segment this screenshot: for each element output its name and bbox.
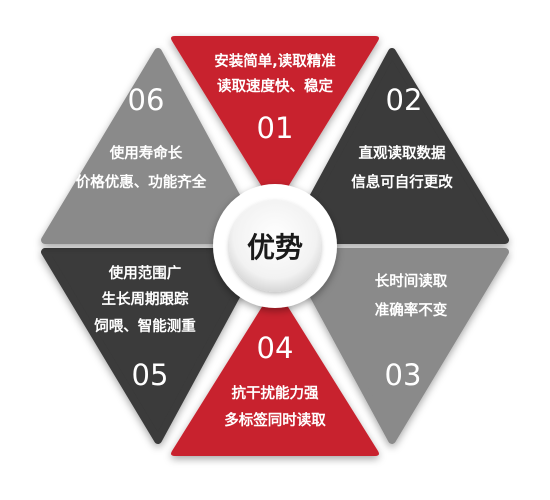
segment-01-line-2: 读取速度快、稳定 [217,77,333,95]
segment-03: 长时间读取 准确率不变 03 [286,248,509,444]
segment-01: 安装简单,读取精准 读取速度快、稳定 01 [171,36,379,208]
segment-05-line-2: 生长周期跟踪 [102,290,189,308]
center-badge: 优势 [213,184,337,308]
segment-01-line-1: 安装简单,读取精准 [214,52,336,70]
segment-04: 04 抗干扰能力强 多标签同时读取 [171,286,379,456]
segment-02-number: 02 [386,83,423,117]
segment-05-number: 05 [132,358,169,392]
segment-05: 使用范围广 生长周期跟踪 饲喂、智能测重 05 [41,248,264,444]
segment-04-number: 04 [257,331,294,365]
segment-04-shape [171,286,379,456]
segment-03-line-2: 准确率不变 [375,301,448,319]
segment-06: 06 使用寿命长 价格优惠、功能齐全 [41,48,264,244]
segment-05-line-1: 使用范围广 [108,264,182,282]
segment-02-line-2: 信息可自行更改 [351,173,453,191]
segment-06-number: 06 [128,83,165,117]
segment-06-shape [41,48,264,244]
segment-05-shape [41,248,264,444]
segment-03-shape [286,248,509,444]
segment-06-line-2: 价格优惠、功能齐全 [76,173,207,191]
segment-04-line-1: 抗干扰能力强 [232,384,319,402]
segment-05-line-3: 饲喂、智能测重 [93,317,196,335]
center-label: 优势 [247,231,303,264]
center-inner-circle [229,200,321,292]
segment-01-number: 01 [257,111,294,145]
segment-03-line-1: 长时间读取 [375,272,448,290]
segment-02-shape [286,48,509,244]
segment-06-line-1: 使用寿命长 [109,144,183,162]
segment-04-line-2: 多标签同时读取 [224,411,326,429]
segment-01-shape [171,36,379,208]
segment-02-line-1: 直观读取数据 [359,144,446,162]
segment-03-number: 03 [385,358,422,392]
segment-02: 02 直观读取数据 信息可自行更改 [286,48,509,244]
